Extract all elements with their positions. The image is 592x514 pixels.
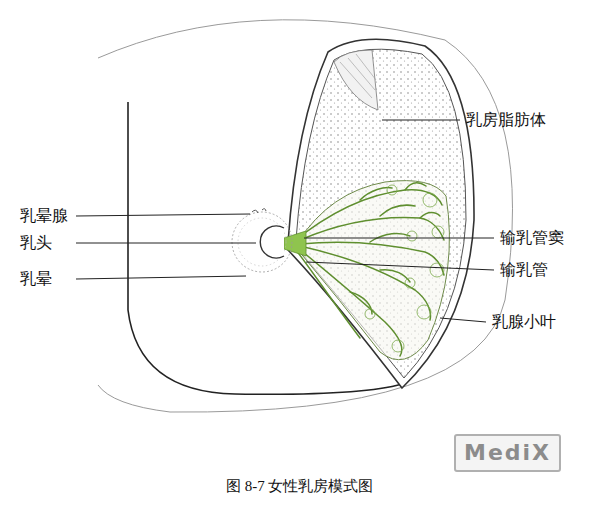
part-label: 乳腺小叶 [492,312,556,332]
part-label: 输乳管窦 [500,228,564,248]
part-label: 乳晕腺 [20,206,68,226]
figure-caption: 图 8-7 女性乳房模式图 [226,476,374,496]
part-label: 输乳管 [500,260,548,280]
part-label: 乳房脂肪体 [466,110,546,130]
part-label: 乳头 [20,233,52,253]
part-label: 乳晕 [20,269,52,289]
watermark: MediX [454,434,561,472]
